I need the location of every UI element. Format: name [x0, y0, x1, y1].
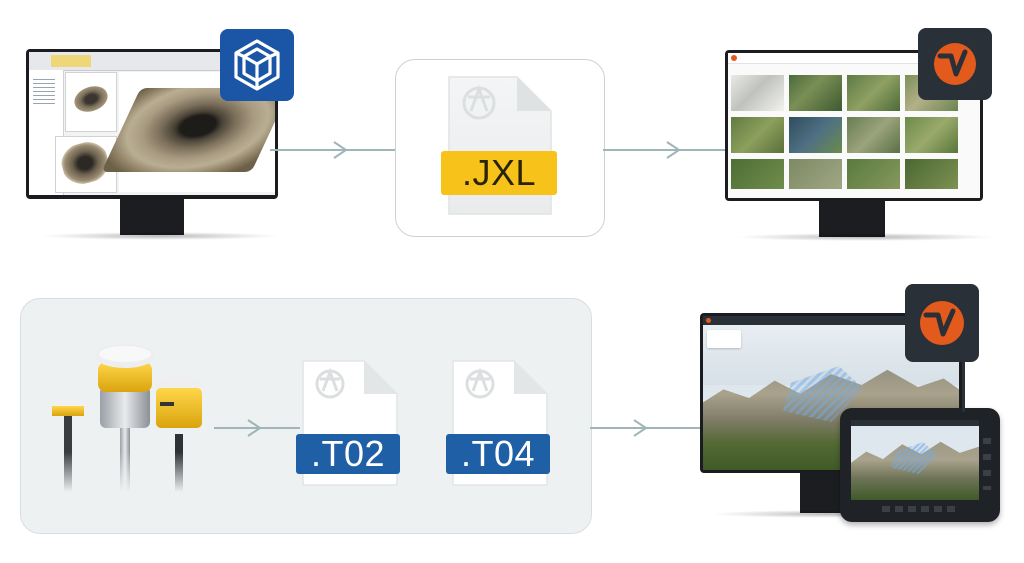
thumbnail: [847, 117, 900, 153]
jxl-extension-label: .JXL: [441, 151, 557, 195]
plan-view-pane: [65, 72, 117, 132]
t02-extension-label: .T02: [296, 434, 400, 474]
app-header-bar: [728, 53, 980, 64]
thumbnail: [905, 117, 958, 153]
connector-arrow-4: [590, 419, 702, 437]
cloud-gallery-monitor: [715, 40, 1005, 245]
connector-arrow-3: [214, 419, 300, 437]
trimble-stratus-logo-icon: [934, 43, 976, 85]
thumbnail: [789, 75, 842, 111]
thumbnail: [789, 159, 842, 189]
trimble-stratus-badge: [918, 28, 992, 100]
info-card: [707, 330, 741, 348]
monitor-shadow: [40, 232, 280, 240]
plan-view-mine: [70, 81, 112, 117]
gnss-receivers-image: [48, 344, 218, 492]
monitor-stand: [120, 199, 184, 235]
trimble-business-center-badge: [220, 29, 294, 101]
thumbnail: [905, 159, 958, 189]
trimble-business-center-cube-icon: [234, 39, 280, 91]
tree-items: [33, 76, 55, 106]
thumbnail-grid: [731, 75, 980, 198]
tablet-side-buttons: [983, 428, 991, 490]
app-logo-dot: [706, 318, 711, 323]
rugged-tablet: [840, 408, 1000, 522]
app-logo-dot: [731, 55, 737, 61]
thumbnail: [847, 75, 900, 111]
trimble-stratus-badge-bottom: [905, 284, 979, 362]
jxl-file: .JXL: [441, 73, 557, 218]
trimble-globe-icon: [315, 367, 345, 399]
monitor-shadow: [710, 510, 960, 518]
thumbnail: [731, 75, 784, 111]
monitor-stand: [819, 201, 885, 237]
trimble-stratus-logo-icon: [920, 301, 964, 345]
connector-arrow-2: [603, 141, 727, 159]
thumbnail: [731, 117, 784, 153]
tablet-bottom-buttons: [882, 506, 958, 512]
badge-connector-line: [962, 362, 965, 412]
monitor-shadow: [735, 233, 995, 241]
trimble-globe-icon: [462, 84, 496, 120]
trimble-globe-icon: [465, 367, 495, 399]
connector-arrow-1: [270, 141, 396, 159]
t04-extension-label: .T04: [446, 434, 550, 474]
app-header-bar: [703, 316, 959, 325]
thumbnail: [731, 159, 784, 189]
thumbnail: [789, 117, 842, 153]
ribbon-highlight: [51, 55, 91, 67]
t04-file: .T04: [446, 358, 550, 488]
tablet-header-bar: [851, 420, 979, 426]
t02-file: .T02: [296, 358, 400, 488]
thumbnail: [847, 159, 900, 189]
tablet-screen: [851, 420, 979, 500]
cloud-gallery-screen: [728, 53, 980, 198]
